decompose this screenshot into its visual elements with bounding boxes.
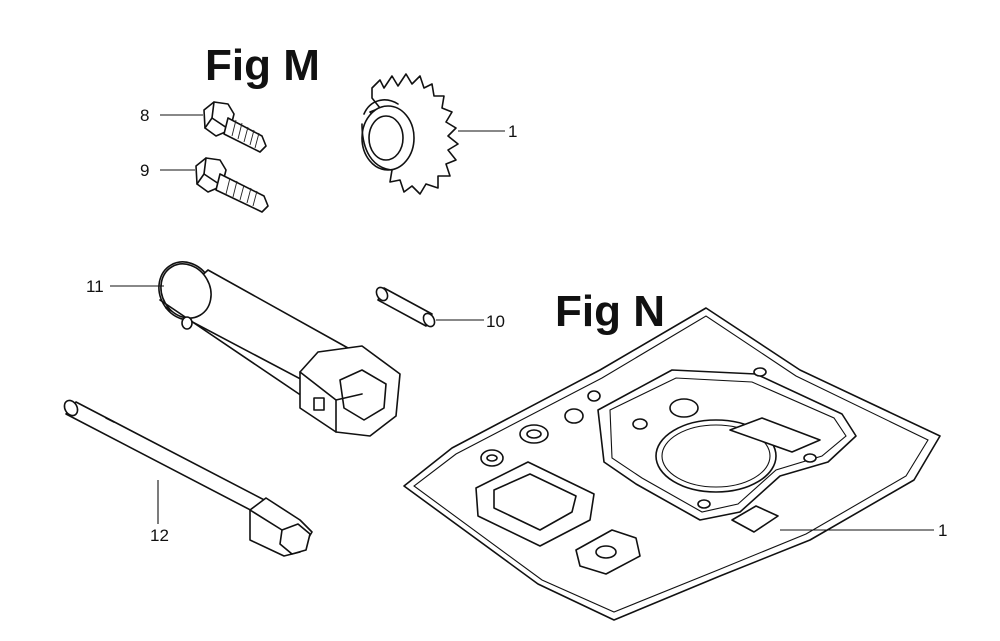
box-wrench-drawing xyxy=(158,261,401,437)
bolt-8-drawing xyxy=(160,101,267,153)
fig-n-title: Fig N xyxy=(555,287,665,336)
handle-bar-drawing xyxy=(63,399,313,557)
callout-8: 8 xyxy=(140,106,149,125)
callout-gasket-1: 1 xyxy=(938,521,947,540)
callout-gear-1: 1 xyxy=(508,122,517,141)
bolt-9-drawing xyxy=(160,157,269,213)
pin-drawing xyxy=(375,286,436,328)
callout-12: 12 xyxy=(150,526,169,545)
gasket-set-drawing xyxy=(403,307,941,621)
callout-10: 10 xyxy=(486,312,505,331)
fig-m-title: Fig M xyxy=(205,41,320,90)
callout-9: 9 xyxy=(140,161,149,180)
gear-drawing xyxy=(361,73,459,195)
callout-11: 11 xyxy=(86,277,104,296)
